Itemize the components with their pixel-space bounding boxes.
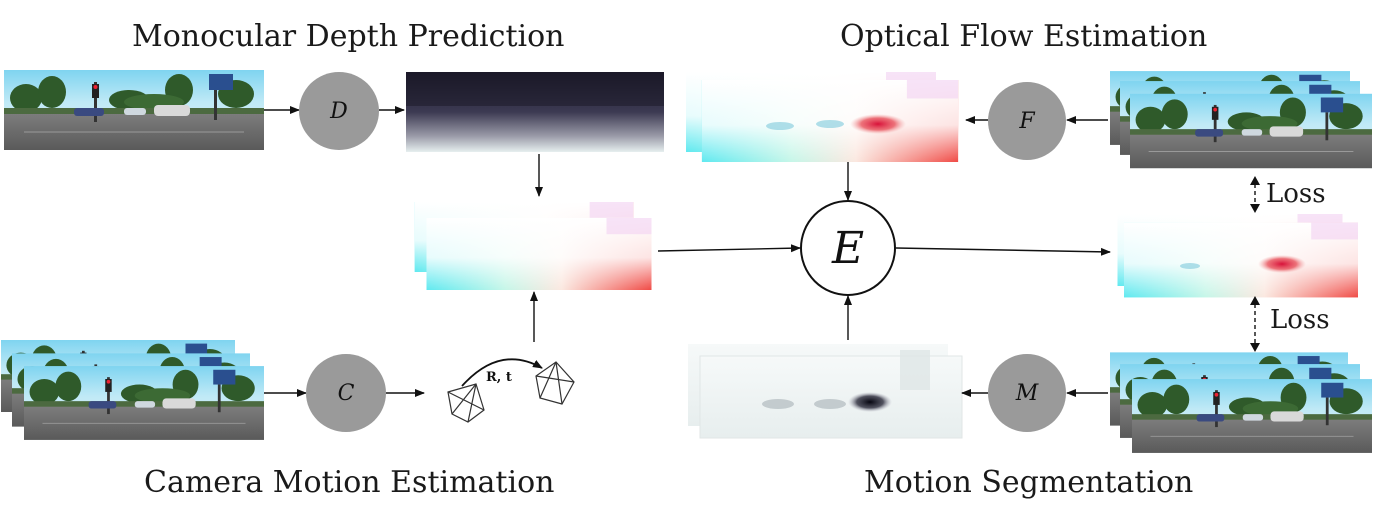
depth-node-label: D xyxy=(330,98,348,124)
segmentation-network-node: M xyxy=(988,354,1066,432)
depth-network-node: D xyxy=(299,72,379,150)
camera-node-label: C xyxy=(337,380,355,406)
flow-node-label: F xyxy=(1019,108,1035,134)
flow-network-node: F xyxy=(988,82,1066,160)
expert-node-label: E xyxy=(831,222,865,274)
depth-title: Monocular Depth Prediction xyxy=(132,19,565,54)
pose-label: R, t xyxy=(486,370,512,385)
segmentation-title: Motion Segmentation xyxy=(864,465,1194,500)
loss-label-lower: Loss xyxy=(1270,305,1330,335)
expert-node: E xyxy=(800,200,896,296)
loss-label-upper: Loss xyxy=(1266,179,1326,209)
segmentation-node-label: M xyxy=(1015,380,1039,406)
flow-title: Optical Flow Estimation xyxy=(840,19,1208,54)
camera-network-node: C xyxy=(306,354,386,432)
camera-title: Camera Motion Estimation xyxy=(144,465,555,500)
